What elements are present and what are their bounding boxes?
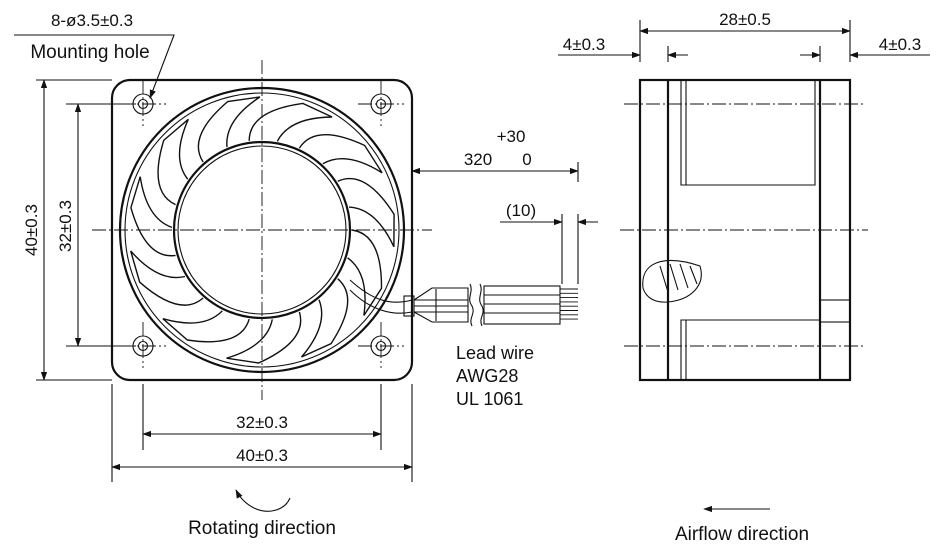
flange-right-label: 4±0.3 [879, 35, 921, 54]
fan-blade [157, 118, 189, 206]
wire-tolerance-zero: 0 [522, 150, 531, 169]
fan-blade [197, 96, 261, 163]
strip-length-label: (10) [506, 201, 536, 220]
fan-blade [298, 134, 383, 174]
fan-blade [300, 278, 349, 358]
fan-blade [162, 310, 250, 343]
fan-blade [347, 229, 383, 316]
depth-28-label: 28±0.5 [719, 10, 771, 29]
lead-wire-standard: UL 1061 [456, 389, 523, 409]
width-32-label: 32±0.3 [236, 413, 288, 432]
flange-left-label: 4±0.3 [563, 35, 605, 54]
front-view [92, 60, 578, 400]
height-40-label: 40±0.3 [22, 204, 41, 256]
lead-wire-bundle [349, 279, 578, 327]
mounting-hole-label: Mounting hole [30, 42, 149, 63]
rotating-direction-label: Rotating direction [188, 518, 336, 539]
wire-length-label: 320 [464, 150, 492, 169]
fan-blade [226, 311, 302, 364]
airflow-direction-label: Airflow direction [675, 524, 809, 545]
mounting-hole-leader [14, 34, 175, 99]
lead-wire-label: Lead wire [456, 343, 534, 363]
mounting-spec-label: 8-ø3.5±0.3 [51, 11, 133, 30]
dimension-lines [14, 20, 930, 482]
width-40-label: 40±0.3 [236, 446, 288, 465]
fan-blades [130, 96, 395, 364]
fan-blade [130, 250, 204, 306]
wire-tolerance-plus: +30 [497, 127, 526, 146]
fan-blade [130, 176, 176, 257]
lead-wire-gauge: AWG28 [456, 366, 518, 386]
side-wire-grommet [642, 259, 702, 303]
rotating-direction-arrow [235, 489, 291, 512]
height-32-label: 32±0.3 [56, 200, 75, 252]
fan-blade [248, 102, 333, 142]
fan-blade [337, 177, 395, 248]
fan-hub [172, 140, 352, 320]
side-view [620, 78, 868, 382]
